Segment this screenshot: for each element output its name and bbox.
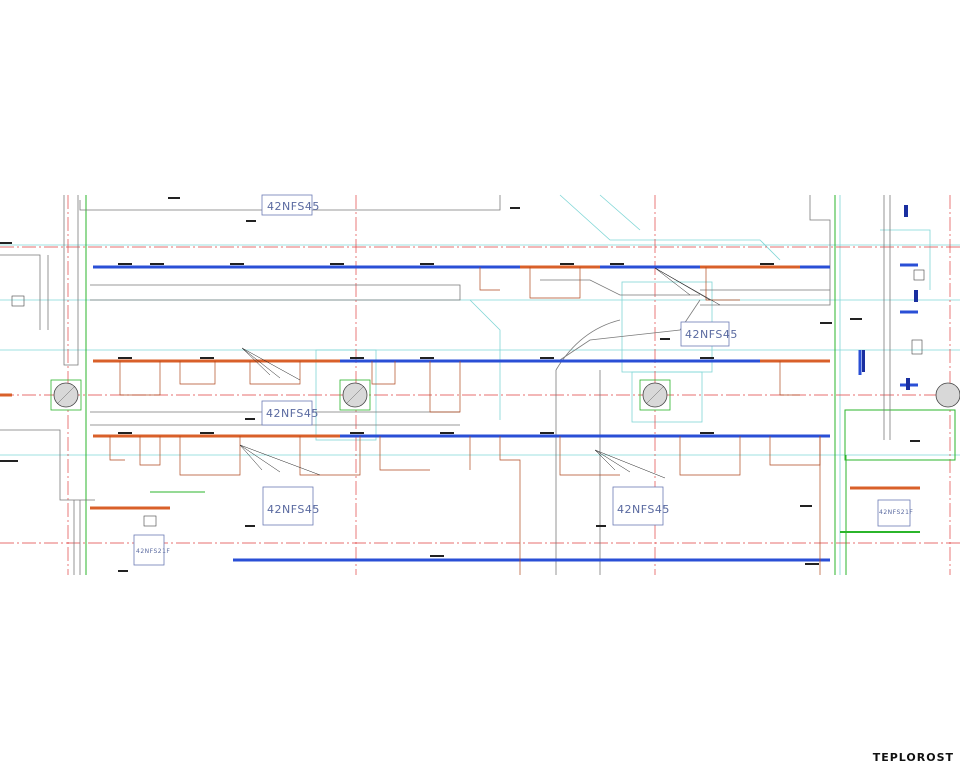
leader-lines	[239, 267, 721, 479]
column	[639, 379, 671, 411]
column	[935, 382, 960, 408]
grey-boxes	[11, 269, 925, 527]
columns	[50, 379, 960, 411]
unit-label: 42NFS45	[267, 200, 320, 213]
unit-label: 42NFS45	[617, 503, 670, 516]
unit-42nfs45-top: 42NFS45	[261, 194, 320, 216]
unit-label: 42NFS45	[266, 407, 319, 420]
column	[339, 379, 371, 411]
fittings	[862, 205, 918, 390]
unit-42nfs45-bottom-right: 42NFS45	[612, 486, 670, 526]
plan-area: 42NFS45 42NFS45 42NFS45 42NFS45 42NFS45 …	[0, 194, 960, 575]
branch-ducts	[109, 267, 821, 575]
unit-42nfs21f-right: 42NFS21F	[877, 499, 913, 527]
green-lines	[85, 195, 956, 575]
annotation-tags	[0, 197, 920, 572]
supply-ducts	[93, 263, 918, 562]
unit-42nfs45-right: 42NFS45	[680, 321, 738, 347]
unit-label: 42NFS45	[685, 328, 738, 341]
watermark: TEPLOROST	[872, 751, 954, 764]
unit-42nfs45-center: 42NFS45	[261, 400, 319, 426]
unit-label: 42NFS21F	[136, 548, 170, 555]
riser-ducts	[0, 195, 891, 575]
unit-label: 42NFS21F	[879, 509, 913, 516]
return-ducts	[0, 265, 920, 510]
column	[50, 379, 82, 411]
unit-42nfs45-bottom-left: 42NFS45	[262, 486, 320, 526]
unit-label: 42NFS45	[267, 503, 320, 516]
unit-42nfs21f-left: 42NFS21F	[133, 534, 170, 566]
